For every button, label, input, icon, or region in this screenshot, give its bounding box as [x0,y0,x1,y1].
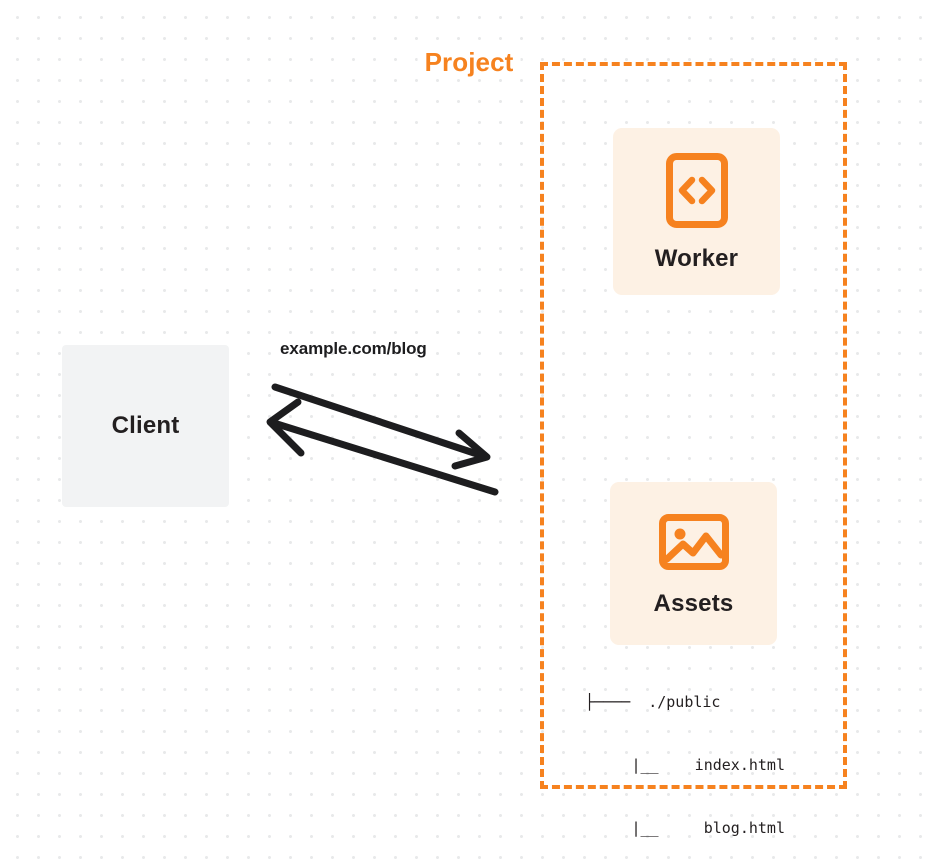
file-tree-row: ├──── ./public [585,693,721,711]
worker-node[interactable]: Worker [613,128,780,295]
file-tree-row: |__ blog.html [631,819,785,837]
client-node[interactable]: Client [62,345,229,507]
response-arrow [266,398,499,496]
edge-label-request-url: example.com/blog [280,339,427,358]
code-brackets-icon [665,152,728,228]
image-icon [658,511,729,573]
project-container [540,62,847,789]
file-tree-row: |__ index.html [631,756,785,774]
client-node-label: Client [111,412,180,439]
request-arrow [271,383,491,470]
project-container-label: Project [417,49,521,75]
assets-node-label: Assets [653,590,734,617]
assets-file-tree: ├──── ./public |__ index.html |__ blog.h… [585,650,785,860]
worker-node-label: Worker [654,244,739,272]
assets-node[interactable]: Assets [610,482,777,645]
